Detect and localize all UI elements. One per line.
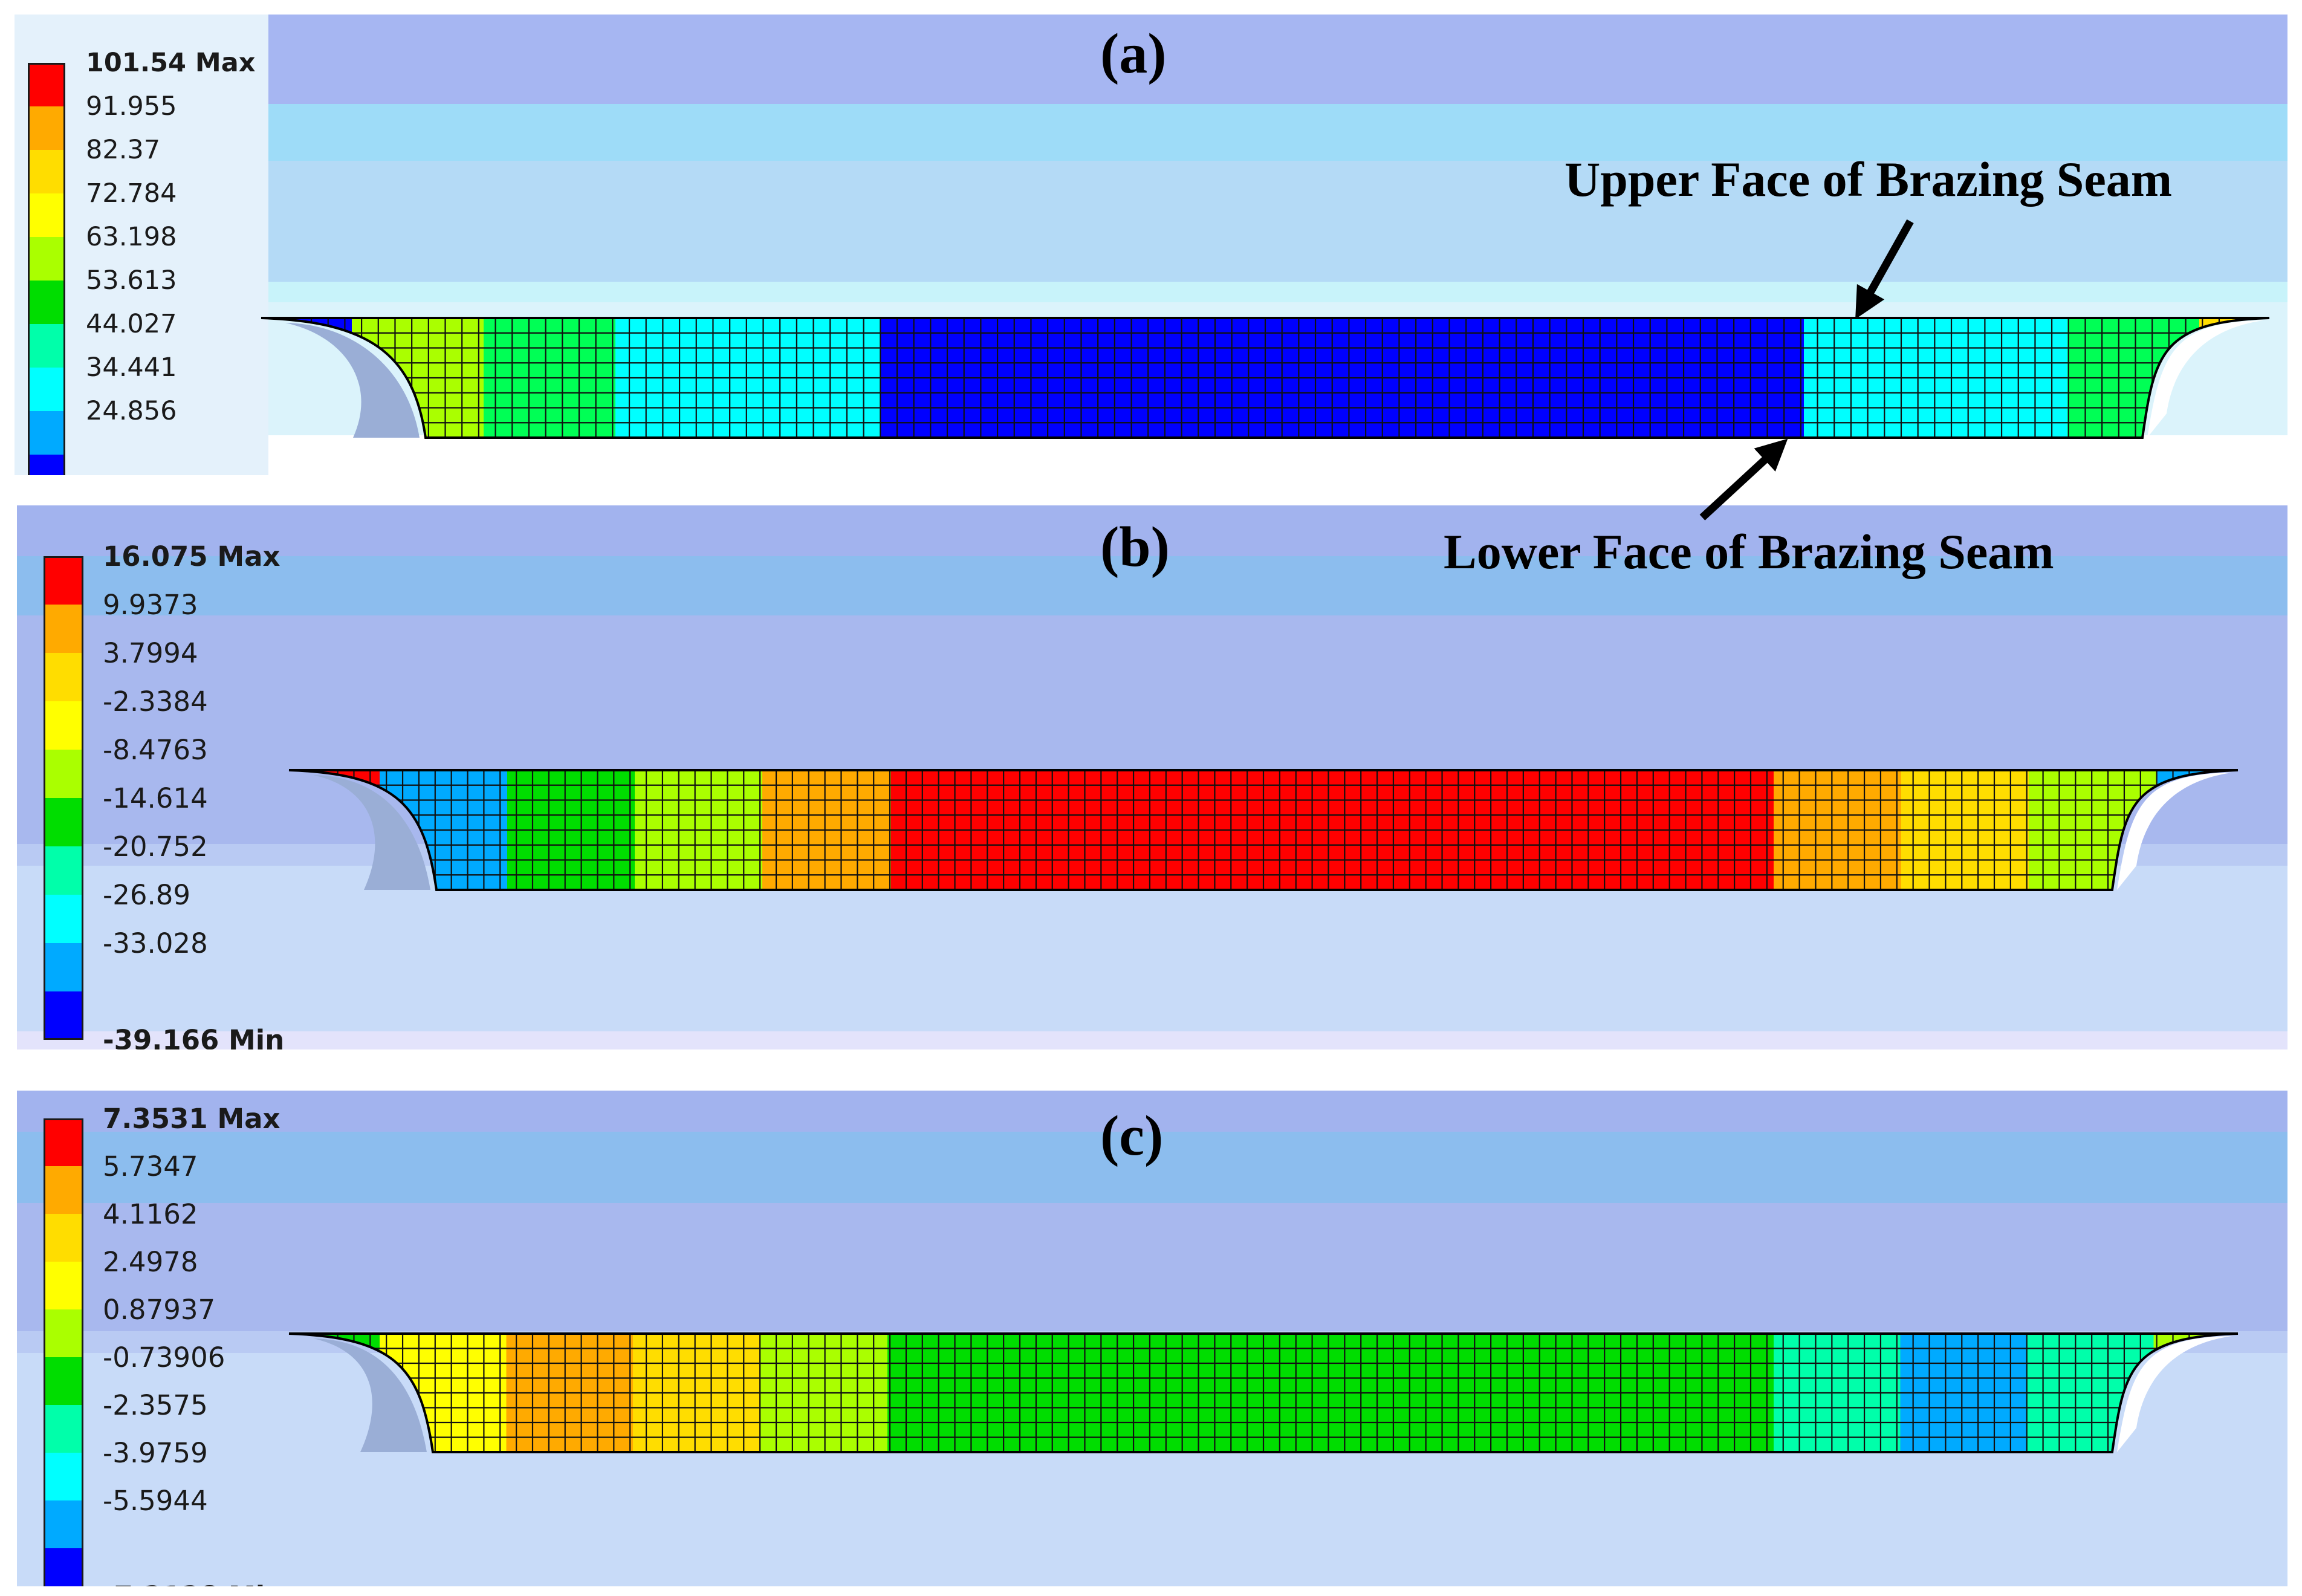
legend-tick-label: 53.613 — [86, 265, 177, 296]
legend-min-label: -7.2128 Min — [103, 1583, 284, 1587]
legend-tick-label: 3.7994 — [103, 637, 198, 669]
panel-c: 7.3531 Max 5.7347 4.1162 2.4978 0.87937 -0.73… — [17, 1091, 2287, 1586]
seam-outline — [261, 317, 2270, 439]
legend-min-label: -39.166 Min — [103, 1023, 285, 1050]
background-band — [17, 1031, 2287, 1049]
legend-tick-label: 34.441 — [86, 352, 177, 383]
panel-label: (c) — [1100, 1105, 1164, 1167]
panel-a: 101.54 Max 91.955 82.37 72.784 63.198 53.613 4… — [15, 15, 2287, 475]
background-band — [15, 435, 2287, 475]
brazing-seam-mesh — [288, 769, 2239, 891]
brazing-seam-mesh — [261, 317, 2270, 439]
legend-tick-label: 91.955 — [86, 91, 177, 122]
base-metal-region — [2117, 1336, 2232, 1452]
legend-frame — [44, 1118, 83, 1586]
base-metal-region — [313, 775, 430, 890]
legend-tick-label: -0.73906 — [103, 1341, 225, 1374]
stress-field — [289, 1334, 2238, 1452]
legend-tick-label: 44.027 — [86, 308, 177, 339]
legend-max-label: 101.54 Max — [86, 47, 256, 78]
background-band — [15, 15, 2287, 104]
legend-tick-label: -26.89 — [103, 878, 191, 911]
seam-outline — [288, 769, 2239, 891]
legend-tick-label: 63.198 — [86, 221, 177, 252]
legend-tick-label: 5.7347 — [103, 1150, 198, 1182]
panel-b: 16.075 Max 9.9373 3.7994 -2.3384 -8.4763 -14.… — [17, 505, 2287, 1049]
legend-swatch — [44, 1357, 83, 1405]
legend-tick-label: -2.3384 — [103, 685, 208, 718]
background-band — [15, 104, 2287, 161]
background-band — [17, 556, 2287, 615]
legend-frame — [44, 556, 83, 1040]
brazing-seam-mesh — [288, 1332, 2239, 1453]
legend-tick-label: 24.856 — [86, 395, 177, 426]
legend-swatch — [44, 556, 83, 605]
legend-swatch — [44, 943, 83, 991]
legend-tick-label: -14.614 — [103, 782, 208, 814]
base-metal-region — [2147, 320, 2263, 438]
legend-tick-label: -33.028 — [103, 927, 208, 959]
base-metal-region — [285, 323, 420, 438]
base-metal-region — [2117, 773, 2232, 890]
background-band — [17, 1091, 2287, 1132]
stress-field — [289, 770, 2238, 890]
legend-tick-label: -3.9759 — [103, 1436, 208, 1469]
legend-tick-label: -20.752 — [103, 830, 208, 863]
background-band — [17, 1132, 2287, 1203]
seam-outline — [288, 1332, 2239, 1453]
legend-tick-label: -2.3575 — [103, 1389, 208, 1421]
legend-tick-label: 2.4978 — [103, 1245, 198, 1278]
stress-field — [261, 318, 2269, 438]
panel-label: (b) — [1100, 516, 1170, 579]
legend-max-label: 16.075 Max — [103, 540, 280, 573]
legend-tick-label: -8.4763 — [103, 733, 208, 766]
legend-max-label: 7.3531 Max — [103, 1102, 280, 1135]
legend-tick-label: 82.37 — [86, 134, 161, 165]
panel-label: (a) — [1100, 22, 1167, 85]
lower-face-annotation: Lower Face of Brazing Seam — [1444, 524, 2054, 579]
upper-face-annotation: Upper Face of Brazing Seam — [1564, 152, 2173, 207]
legend-frame — [28, 63, 65, 475]
legend-tick-label: 0.87937 — [103, 1293, 216, 1326]
background-band — [17, 505, 2287, 556]
background-band — [17, 1203, 2287, 1331]
base-metal-region — [313, 1338, 427, 1452]
legend-tick-label: 9.9373 — [103, 588, 198, 621]
legend-tick-label: 4.1162 — [103, 1198, 198, 1230]
legend-tick-label: -5.5944 — [103, 1484, 208, 1517]
background-band — [17, 866, 2287, 1031]
legend-tick-label: 72.784 — [86, 178, 177, 209]
